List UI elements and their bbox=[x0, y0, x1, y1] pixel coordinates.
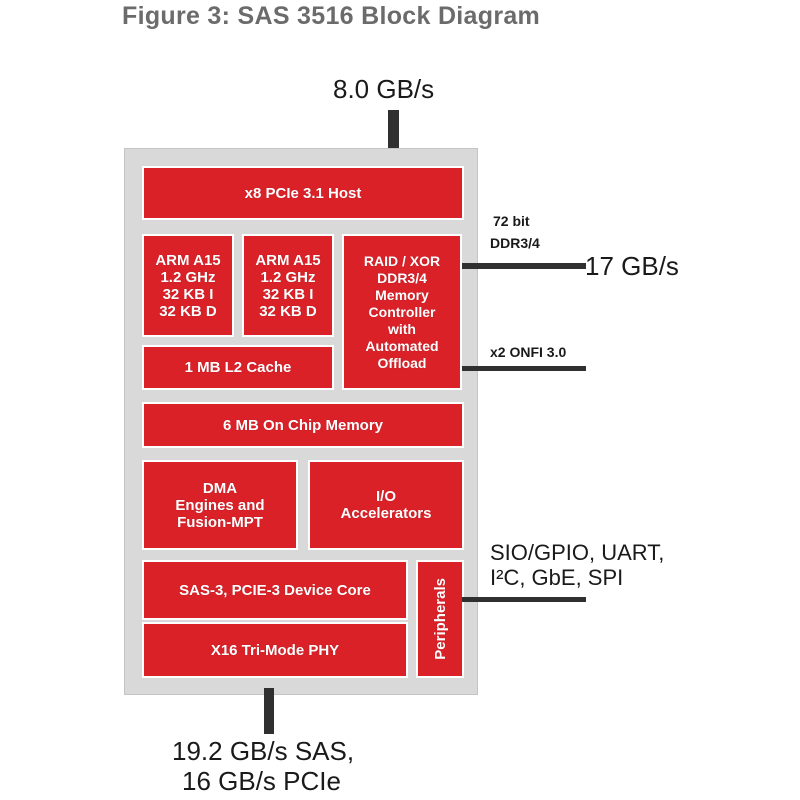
peripherals-block: Peripherals bbox=[416, 560, 464, 678]
arm-core-1-label: ARM A15 1.2 GHz 32 KB I 32 KB D bbox=[155, 251, 221, 320]
bottom-bandwidth-line1: 19.2 GB/s SAS, bbox=[172, 736, 355, 766]
raid-memory-controller-block: RAID / XOR DDR3/4 Memory Controller with… bbox=[342, 234, 462, 390]
bottom-bandwidth-line2: 16 GB/s PCIe bbox=[182, 766, 341, 796]
top-bus-connector bbox=[388, 110, 399, 162]
io-accelerators-block: I/O Accelerators bbox=[308, 460, 464, 550]
dma-engines-label: DMA Engines and Fusion-MPT bbox=[175, 479, 265, 531]
arm-a15-core-1: ARM A15 1.2 GHz 32 KB I 32 KB D bbox=[142, 234, 234, 337]
pcie-host-block: x8 PCIe 3.1 Host bbox=[142, 166, 464, 220]
ddr-type-label: DDR3/4 bbox=[490, 235, 540, 251]
raid-controller-label: RAID / XOR DDR3/4 Memory Controller with… bbox=[363, 252, 441, 371]
peripherals-interfaces-line1: SIO/GPIO, UART, bbox=[490, 540, 665, 565]
ddr-width-label: 72 bit bbox=[493, 213, 530, 229]
pcie-host-label: x8 PCIe 3.1 Host bbox=[244, 184, 362, 202]
onfi-label: x2 ONFI 3.0 bbox=[490, 344, 567, 360]
peripherals-bus-connector bbox=[462, 597, 586, 602]
tri-mode-phy-block: X16 Tri-Mode PHY bbox=[142, 622, 408, 678]
arm-a15-core-2: ARM A15 1.2 GHz 32 KB I 32 KB D bbox=[242, 234, 334, 337]
l2-cache-block: 1 MB L2 Cache bbox=[142, 345, 334, 390]
ddr-bus-connector bbox=[462, 263, 586, 269]
peripherals-interfaces-line2: I²C, GbE, SPI bbox=[490, 565, 624, 590]
onchip-memory-label: 6 MB On Chip Memory bbox=[222, 416, 383, 434]
onchip-memory-block: 6 MB On Chip Memory bbox=[142, 402, 464, 448]
io-accelerators-label: I/O Accelerators bbox=[340, 488, 432, 522]
phy-label: X16 Tri-Mode PHY bbox=[210, 641, 340, 659]
onfi-bus-connector bbox=[462, 366, 586, 371]
sas-pcie-device-core-block: SAS-3, PCIE-3 Device Core bbox=[142, 560, 408, 620]
top-bandwidth-label: 8.0 GB/s bbox=[333, 74, 435, 104]
sas-core-label: SAS-3, PCIE-3 Device Core bbox=[179, 581, 371, 599]
l2-cache-label: 1 MB L2 Cache bbox=[184, 359, 292, 376]
ddr-bandwidth-label: 17 GB/s bbox=[585, 251, 679, 281]
figure-title: Figure 3: SAS 3516 Block Diagram bbox=[122, 2, 541, 30]
peripherals-label: Peripherals bbox=[431, 578, 449, 660]
bottom-bus-connector bbox=[264, 688, 274, 734]
arm-core-2-label: ARM A15 1.2 GHz 32 KB I 32 KB D bbox=[255, 251, 321, 320]
dma-engines-block: DMA Engines and Fusion-MPT bbox=[142, 460, 298, 550]
